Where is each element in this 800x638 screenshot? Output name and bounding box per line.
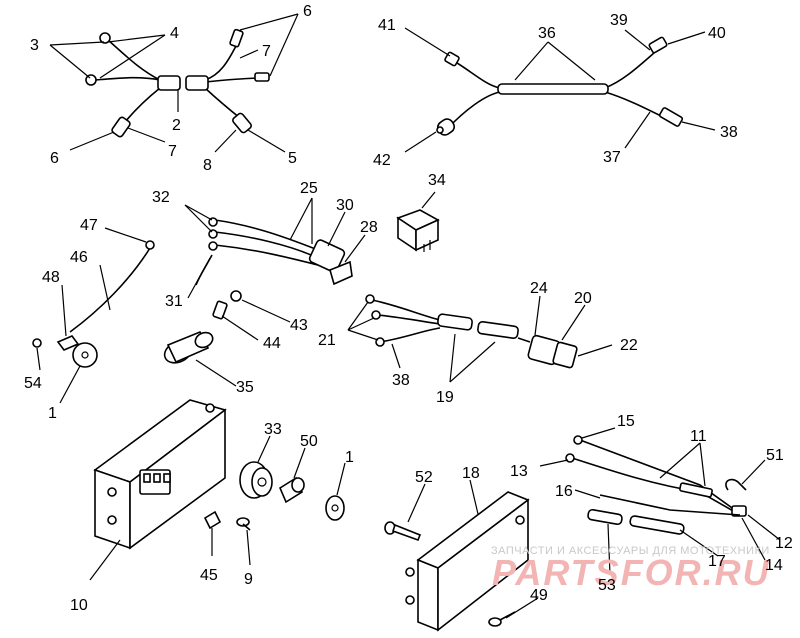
- ground-strap-46: [32, 240, 155, 368]
- callout-18: 18: [462, 465, 480, 482]
- callout-16: 16: [555, 483, 573, 500]
- callout-14: 14: [765, 557, 783, 574]
- leader-lines-middle-1: [184, 191, 436, 263]
- coil-35: [163, 330, 214, 364]
- callout-53: 53: [598, 577, 616, 594]
- callout-13: 13: [510, 463, 528, 480]
- power-pack-box-10: [93, 399, 227, 550]
- callout-22: 22: [620, 337, 638, 354]
- callout-33: 33: [264, 421, 282, 438]
- callout-12: 12: [775, 535, 793, 552]
- callout-labels: 3 4 2 6 7 6 7 8 5 41 36 39 40 42 37 38 3…: [24, 3, 793, 614]
- callout-7-left: 7: [168, 143, 177, 160]
- callout-9: 9: [244, 571, 253, 588]
- harness-19: [365, 294, 578, 369]
- callout-46: 46: [70, 249, 88, 266]
- callout-34: 34: [428, 172, 446, 189]
- callout-24: 24: [530, 280, 548, 297]
- callout-1-bottom: 1: [345, 449, 354, 466]
- callout-19: 19: [436, 389, 454, 406]
- harness-25: [208, 217, 353, 286]
- callout-5: 5: [288, 150, 297, 167]
- callout-40: 40: [708, 25, 726, 42]
- callout-50: 50: [300, 433, 318, 450]
- callout-54: 54: [24, 375, 42, 392]
- callout-32: 32: [152, 189, 170, 206]
- callout-39: 39: [610, 12, 628, 29]
- callout-43: 43: [290, 317, 308, 334]
- relay-34: [396, 209, 440, 252]
- callout-51: 51: [766, 447, 784, 464]
- watermark-subtitle: ЗАПЧАСТИ И АКСЕССУАРЫ ДЛЯ МОТОТЕХНИКИ: [491, 545, 770, 557]
- callout-49: 49: [530, 587, 548, 604]
- callout-6-top: 6: [303, 3, 312, 20]
- callout-8: 8: [203, 157, 212, 174]
- screw-52: [384, 521, 422, 542]
- callout-31: 31: [165, 293, 183, 310]
- callout-36: 36: [538, 25, 556, 42]
- watermark-brand: PARTSFOR.RU: [492, 552, 771, 593]
- callout-41: 41: [378, 17, 396, 34]
- screw-49: [488, 611, 516, 627]
- washer-1b: [325, 495, 345, 521]
- watermark: ЗАПЧАСТИ И АКСЕССУАРЫ ДЛЯ МОТОТЕХНИКИ PA…: [491, 545, 771, 593]
- callout-4: 4: [170, 25, 179, 42]
- callout-10: 10: [70, 597, 88, 614]
- callout-6-left: 6: [50, 150, 59, 167]
- harness-11: [565, 435, 747, 517]
- leader-lines-bottom-left: [89, 435, 346, 581]
- cable-assembly-36: [436, 36, 684, 136]
- callout-20: 20: [574, 290, 592, 307]
- callout-15: 15: [617, 413, 635, 430]
- callout-38-top: 38: [720, 124, 738, 141]
- leader-lines-bottom-right: [407, 427, 781, 619]
- callout-17: 17: [708, 553, 726, 570]
- callout-28: 28: [360, 219, 378, 236]
- callout-45: 45: [200, 567, 218, 584]
- callout-30: 30: [336, 197, 354, 214]
- leader-lines-middle-2: [347, 295, 613, 383]
- spacer-50: [278, 476, 305, 504]
- callout-37: 37: [603, 149, 621, 166]
- tubes-16-53: [587, 494, 741, 535]
- clip-45-screw-9: [203, 510, 251, 531]
- callout-1-left: 1: [48, 405, 57, 422]
- callout-47: 47: [80, 217, 98, 234]
- leader-lines-top-right: [404, 27, 716, 153]
- small-parts-31-44: [163, 254, 242, 364]
- callout-21: 21: [318, 332, 336, 349]
- leader-lines-left: [36, 227, 291, 404]
- callout-2: 2: [172, 117, 181, 134]
- callout-25: 25: [300, 180, 318, 197]
- callout-35: 35: [236, 379, 254, 396]
- cover-plate-18: [405, 491, 530, 632]
- callout-38-middle: 38: [392, 372, 410, 389]
- leader-lines-top-left: [49, 13, 299, 153]
- callout-52: 52: [415, 469, 433, 486]
- callout-3: 3: [30, 37, 39, 54]
- callout-48: 48: [42, 269, 60, 286]
- callout-7-top: 7: [262, 43, 271, 60]
- grommet-33: [239, 461, 273, 499]
- callout-42: 42: [373, 152, 391, 169]
- callout-11: 11: [690, 428, 707, 445]
- callout-44: 44: [263, 335, 281, 352]
